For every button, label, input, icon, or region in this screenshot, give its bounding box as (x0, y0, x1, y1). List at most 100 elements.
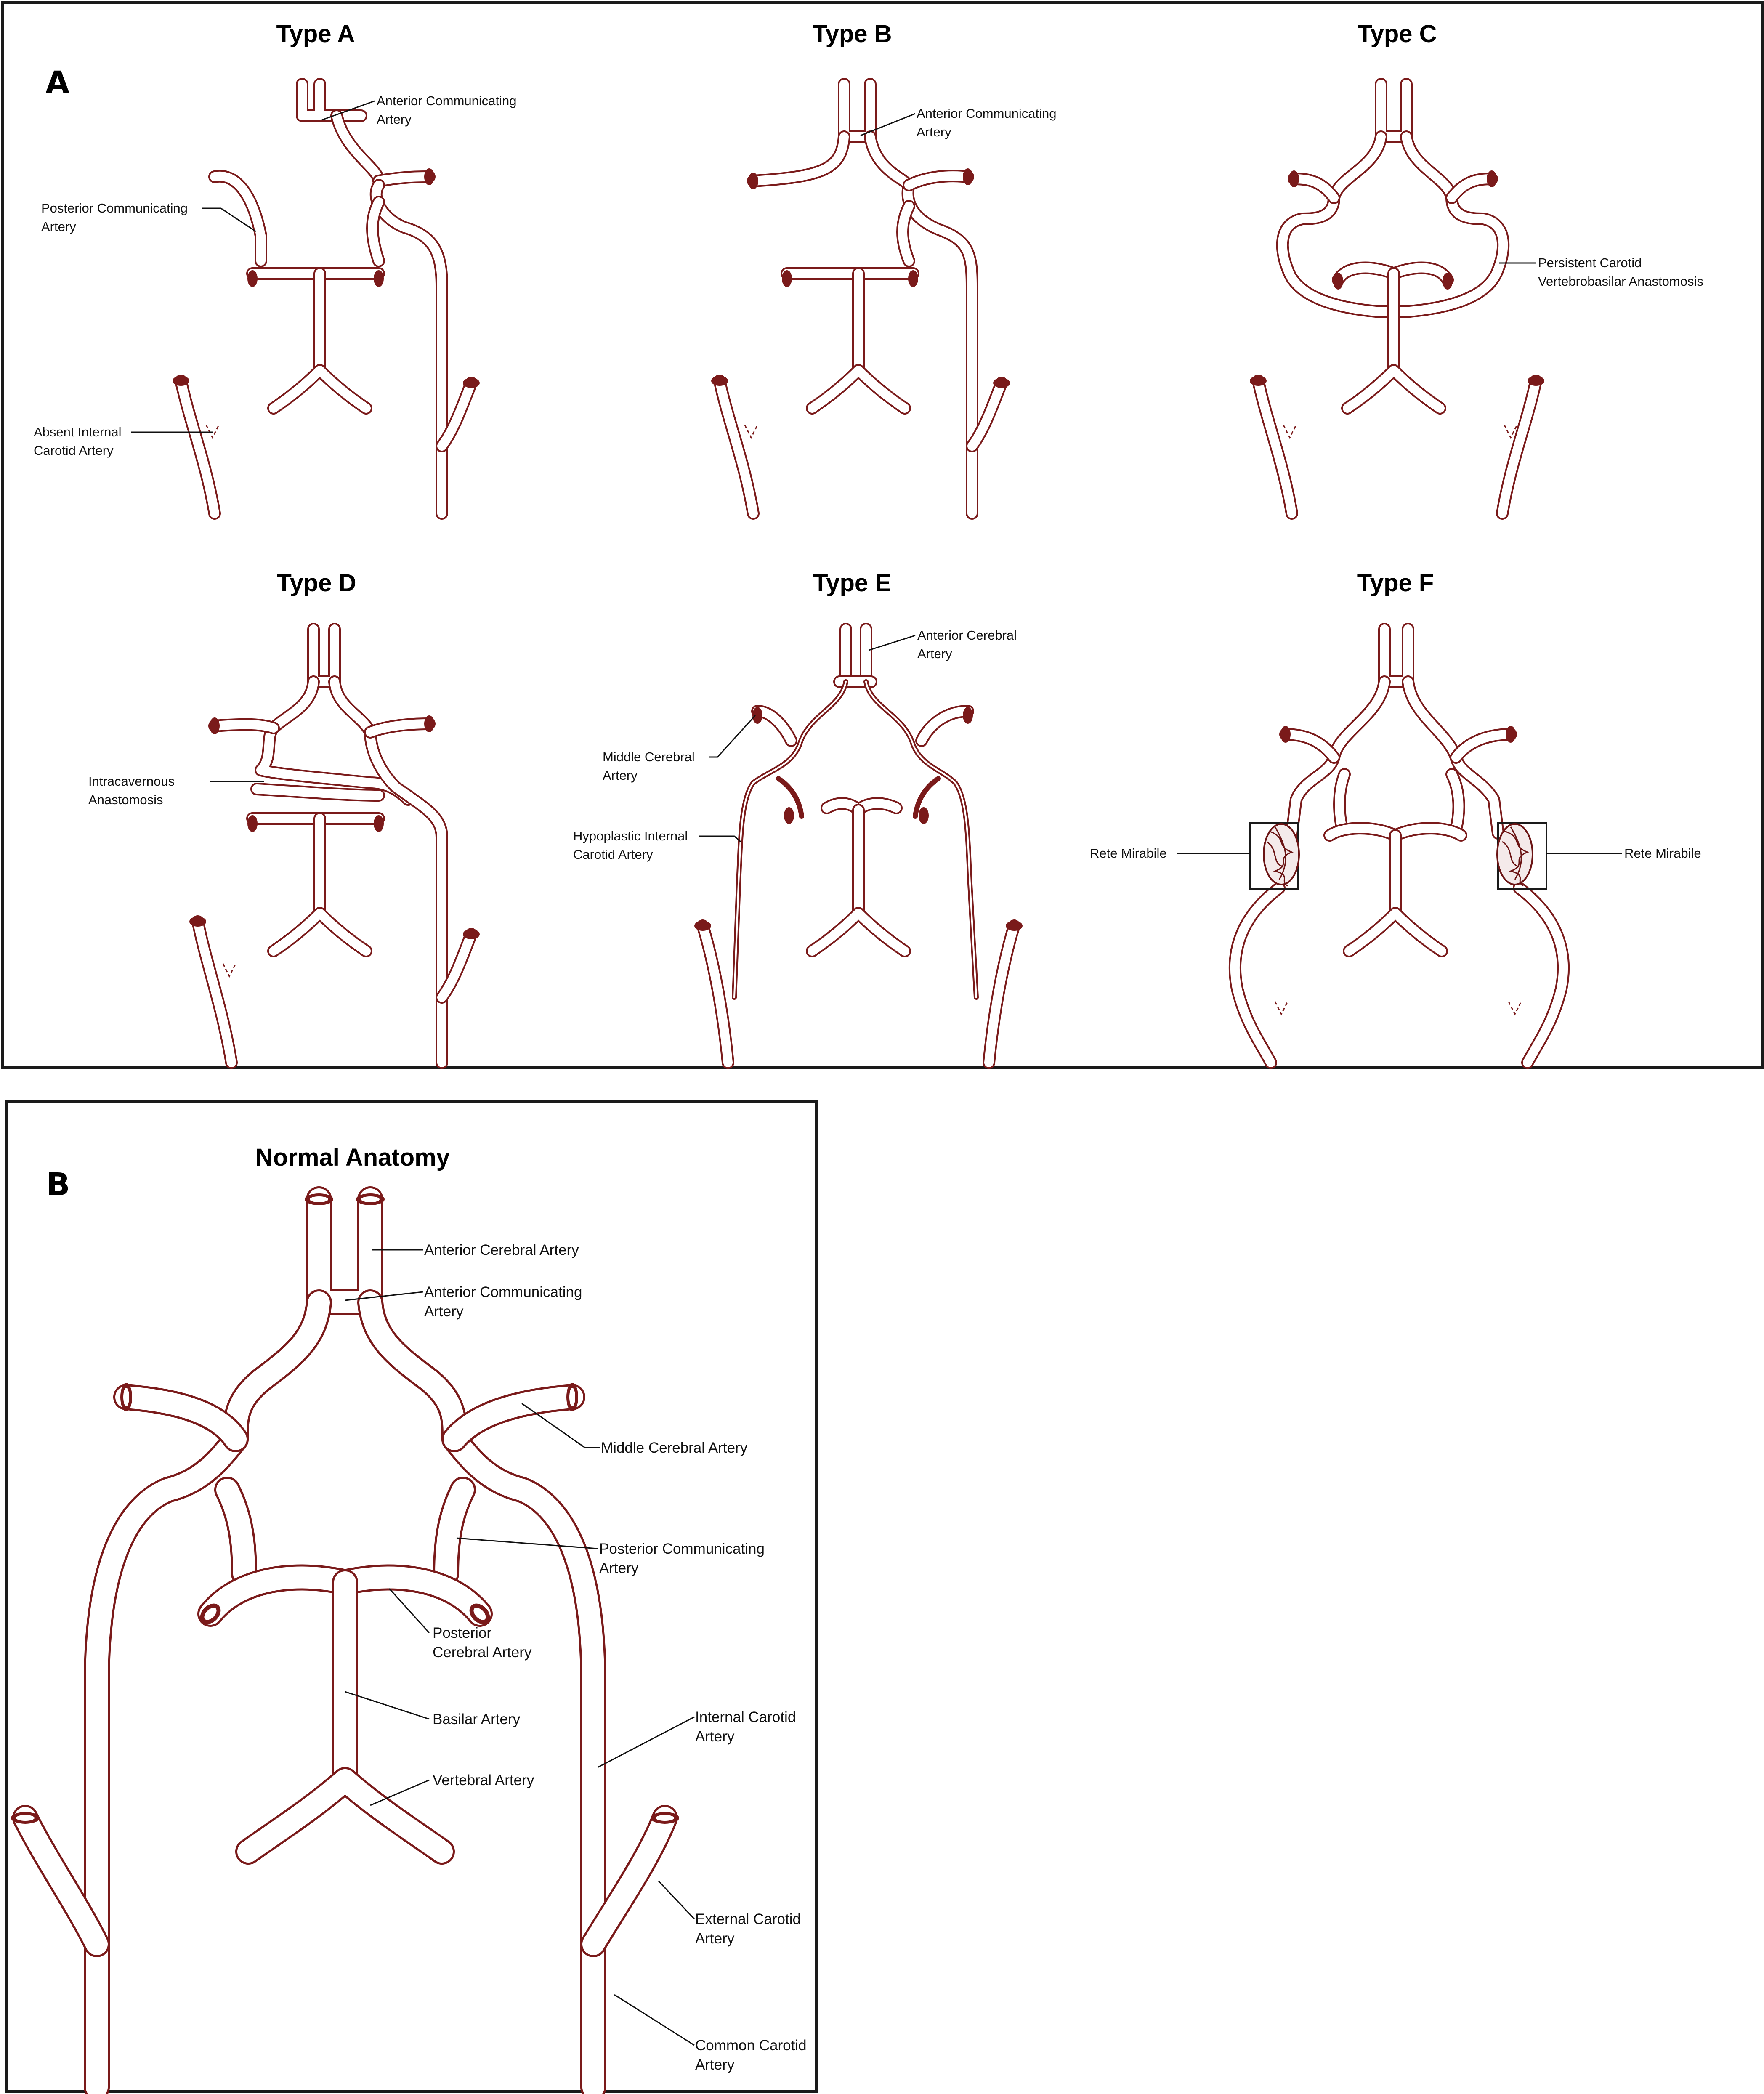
panel-a-letter: A (45, 65, 69, 101)
vessel-lumen (216, 1479, 255, 1585)
vessel-lumen (904, 171, 972, 190)
type-c-vessels (1252, 78, 1542, 520)
vessel-wall (296, 78, 367, 122)
vessel-end-icon (247, 270, 258, 287)
vessel-end-icon (463, 929, 480, 939)
vessel-lumen (193, 917, 236, 1067)
vessel-lumen (14, 1807, 108, 1955)
vessel-lumen (1447, 770, 1464, 834)
type-f-diagram: Type F (1090, 569, 1701, 1069)
absent-ica-stub (1504, 425, 1518, 439)
vessel-lumen (359, 1291, 604, 2094)
type-a-title: Type A (276, 20, 355, 48)
vessel-end-icon (247, 815, 258, 832)
vessel-end-icon (463, 378, 480, 388)
vessel-lumen (808, 366, 909, 413)
normal-anatomy-vessels (12, 1186, 678, 2094)
vessel-lumen (437, 378, 476, 451)
vessel-lumen (866, 132, 977, 518)
absent-ica-stub (1283, 425, 1297, 439)
type-f-rete-left (1249, 822, 1300, 890)
type-c-title: Type C (1357, 20, 1437, 48)
vessel-lumen (332, 111, 383, 186)
absent-ica-stub (205, 425, 220, 439)
vessel-end-icon (1528, 376, 1544, 386)
absent-ica-stub (1274, 1001, 1288, 1016)
panel-a-frame (1, 1, 1764, 1069)
normal-aca-label: Anterior Cerebral Artery (424, 1242, 579, 1258)
type-f-title: Type F (1357, 569, 1434, 597)
rete-network-right-icon (1496, 823, 1533, 885)
vessel-lumen (309, 624, 339, 686)
vessel-lumen (1376, 80, 1411, 141)
vessel-end-icon (963, 168, 973, 185)
type-b-title: Type B (812, 20, 892, 48)
vessel-lumen (1389, 132, 1508, 316)
normal-anatomy-diagram: Anterior Cerebral Artery Anterior Commun… (11, 1186, 807, 2094)
type-f-rete-right (1496, 822, 1547, 890)
vessel-lumen (210, 720, 278, 733)
type-e-diagram: Type E Anterio (573, 569, 1023, 1069)
vessel-lumen (435, 1479, 474, 1585)
vessel-end-icon (374, 815, 384, 832)
vessel-lumen (715, 376, 758, 518)
vessel-lumen (808, 909, 909, 956)
rete-network-left-icon (1263, 823, 1300, 885)
vessel-lumen (749, 132, 849, 186)
vessel-lumen (86, 1291, 330, 2094)
panel-b-frame (5, 1100, 818, 2093)
vessel-wall (328, 675, 448, 1069)
vessel-end-icon (189, 917, 206, 927)
vessel-lumen (1335, 770, 1349, 834)
type-f-openings (1280, 726, 1516, 743)
type-d-vessels (191, 623, 478, 1069)
vessel-lumen (898, 202, 914, 266)
vessel-end-icon (424, 715, 434, 732)
panel-b-letter: B (46, 1167, 70, 1203)
vessel-lumen (437, 930, 476, 1002)
vessel-lumen (252, 784, 383, 800)
vessel-lumen (1498, 376, 1541, 518)
vessel-lumen (1380, 624, 1413, 686)
normal-mca-label: Middle Cerebral Artery (601, 1440, 748, 1456)
type-d-title: Type D (276, 569, 356, 597)
vessel-end-icon (1250, 376, 1267, 386)
vessel-lumen (984, 921, 1019, 1067)
vessel-lumen (1514, 883, 1568, 1067)
normal-vertebral-label: Vertebral Artery (433, 1772, 534, 1788)
vessel-lumen (366, 719, 434, 737)
vessel-end-icon (963, 707, 973, 724)
type-b-vessels (713, 78, 1008, 520)
vessel-lumen (210, 171, 266, 266)
type-b-openings (711, 168, 1010, 388)
vessel-end-icon (1506, 726, 1516, 743)
type-a-openings (173, 168, 480, 388)
type-f-rete-left-label: Rete Mirabile (1090, 846, 1167, 861)
vessel-lumen (1344, 909, 1446, 956)
vessel-lumen (1343, 366, 1445, 413)
vessel-lumen (582, 1807, 676, 1955)
vessel-lumen (967, 378, 1006, 451)
vessel-lumen (444, 1386, 583, 1450)
vessel-end-icon (1006, 921, 1023, 931)
vessel-end-icon (173, 376, 189, 386)
vessel-end-icon (711, 376, 728, 386)
absent-ica-stub (1508, 1001, 1522, 1016)
vessel-end-icon (748, 173, 758, 189)
